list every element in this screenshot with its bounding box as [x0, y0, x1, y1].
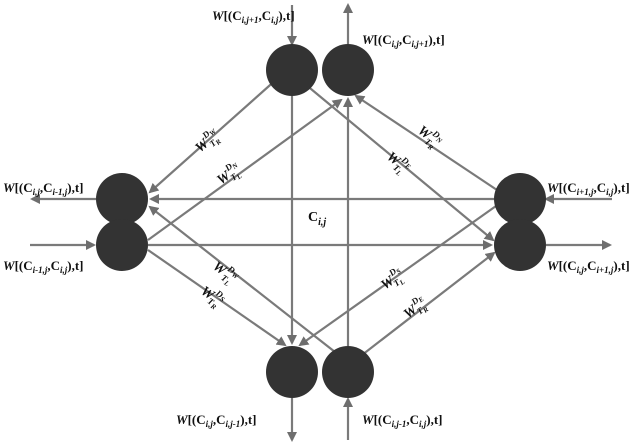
- link-north-to-west: [148, 77, 279, 194]
- io-label-south-out: W[(Ci,j,Ci,j-1),t]: [176, 412, 257, 429]
- node-south-out: [266, 346, 318, 398]
- io-label-east-in: W[(Ci+1,j,Ci,j),t]: [547, 180, 630, 197]
- edge-weight-w-tl-ds: WDSTL: [376, 264, 409, 297]
- node-west-in: [96, 219, 148, 271]
- io-label-west-in: W[(Ci-1,j,Ci,j),t]: [3, 258, 84, 275]
- edge-weight-w-tr-de: WDETR: [399, 292, 433, 325]
- node-west-out: [96, 173, 148, 225]
- io-label-east-out: W[(Ci,j,Ci+1,j),t]: [547, 258, 630, 275]
- io-label-west-out: W[(Ci,j,Ci-1,j),t]: [3, 180, 84, 197]
- node-north-out: [322, 44, 374, 96]
- link-east-to-south: [298, 205, 497, 347]
- io-label-north-out: W[(Ci,j,Ci,j+1),t]: [362, 32, 445, 49]
- link-west-to-south: [147, 249, 287, 347]
- center-label: Ci,j: [308, 210, 326, 228]
- edge-weight-labels: WDWTR WDNTL WDNTR WDETL WDWTL WDSTR WDST…: [190, 120, 447, 325]
- edge-weight-w-tr-dn: WDNTR: [412, 120, 447, 154]
- edge-weight-w-tl-dw: WDWTL: [207, 256, 242, 290]
- node-east-in: [494, 173, 546, 225]
- node-south-in: [322, 346, 374, 398]
- link-east-to-north: [354, 94, 498, 191]
- link-south-to-east: [361, 251, 496, 356]
- edge-weight-w-tl-de: WDETL: [381, 146, 415, 180]
- link-west-to-north: [147, 98, 343, 241]
- io-label-north-in: W[(Ci,j+1,Ci,j),t]: [212, 8, 295, 25]
- node-east-out: [494, 219, 546, 271]
- link-north-to-east: [304, 83, 495, 242]
- io-labels: W[(Ci,j+1,Ci,j),t] W[(Ci,j,Ci,j+1),t] W[…: [3, 8, 630, 429]
- edge-weight-w-tl-dn: WDNTL: [212, 158, 247, 192]
- edge-weight-w-tr-dw: WDWTR: [190, 124, 225, 159]
- node-north-in: [266, 44, 318, 96]
- link-south-to-west: [148, 205, 336, 353]
- io-label-south-in: W[(Ci,j-1,Ci,j),t]: [362, 412, 443, 429]
- edge-weight-w-tr-ds: WDSTR: [196, 281, 229, 313]
